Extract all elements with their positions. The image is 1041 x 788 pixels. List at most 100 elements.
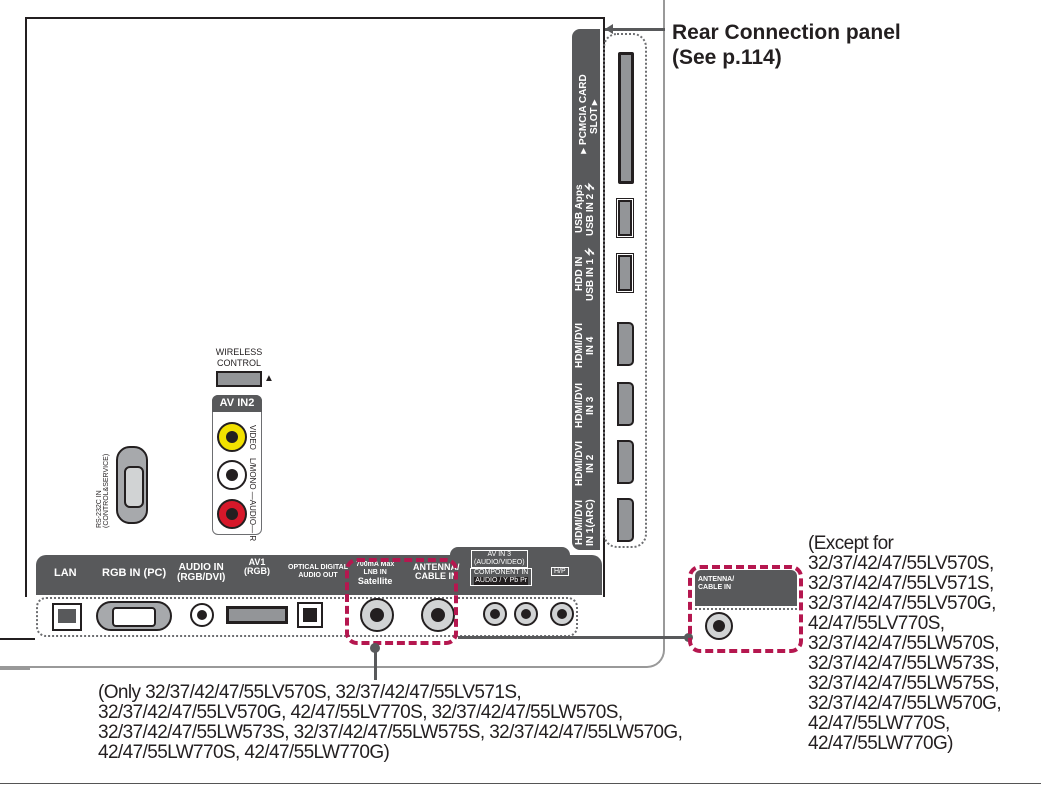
only-models-line: 42/47/55LW770S, 42/47/55LW770G) [98, 742, 390, 763]
usb-port-2-icon[interactable] [616, 198, 634, 238]
except-models-line: 42/47/55LW770S, [808, 713, 950, 734]
antenna-only-highlight [688, 565, 803, 653]
except-models-line: 42/47/55LV770S, [808, 613, 945, 634]
except-models-line: 42/47/55LW770G) [808, 733, 953, 754]
callout-leader-line [605, 28, 665, 31]
callout-title-line1: Rear Connection panel [672, 21, 901, 44]
component-label-line2: AUDIO / Y Pb Pr [474, 577, 529, 585]
except-models-line: 32/37/42/47/55LV571S, [808, 573, 994, 594]
component-audio-jack-icon[interactable] [483, 602, 507, 626]
av-in3-label: AV IN 3 (AUDIO/VIDEO) [471, 550, 528, 568]
usb-port-1-icon[interactable] [616, 253, 634, 293]
antenna-label-line1: ANTENNA/ [413, 562, 460, 572]
page-rule [0, 783, 1041, 784]
av1-label-line1: AV1 [248, 557, 266, 567]
except-divider [695, 608, 797, 610]
audio-in-label-line1: AUDIO IN [178, 562, 224, 573]
av1-label: AV1 (RGB) [244, 558, 270, 576]
only-models-leader-line [374, 645, 377, 680]
hdmi3-label: HDMI/DVI IN 3 [574, 383, 596, 428]
except-label-bar [695, 570, 797, 606]
audio-l-jack-white-icon[interactable] [217, 460, 247, 490]
arrow-up-icon: ▲ [264, 373, 274, 384]
av-in3-label-line2: (AUDIO/VIDEO) [474, 559, 525, 566]
side-ports-group [603, 33, 647, 548]
usb1-label: HDD IN USB IN 1 ⭍ [574, 247, 596, 301]
optical-label-line2: AUDIO OUT [298, 572, 338, 579]
except-antenna-label-line2: CABLE IN [698, 584, 732, 591]
leader-dot-icon [370, 643, 380, 653]
lan-label: LAN [54, 567, 77, 579]
side-label-bar [572, 29, 600, 550]
except-models-line: 32/37/42/47/55LV570S, [808, 553, 994, 574]
antenna-label-line2: CABLE IN [415, 571, 458, 581]
bottom-edge-line [0, 638, 35, 640]
bottom-label-bar [36, 555, 602, 595]
lnb-label-line2: 700mA Max [356, 561, 395, 568]
except-models-line: 32/37/42/47/55LW573S, [808, 653, 1000, 674]
wireless-control-port-icon[interactable] [216, 371, 262, 387]
component-label-line1: COMPONENT IN [474, 569, 529, 576]
rear-panel-boundary [0, 0, 665, 668]
hdmi-port-2-icon[interactable] [617, 440, 634, 484]
hdmi-port-1-icon[interactable] [617, 498, 634, 542]
except-models-line: (Except for [808, 533, 894, 554]
hdmi-port-3-icon[interactable] [617, 382, 634, 426]
wireless-label-line2: CONTROL [216, 358, 261, 368]
hdmi4-label: HDMI/DVI IN 4 [574, 323, 596, 368]
only-models-line: 32/37/42/47/55LV570G, 42/47/55LV770S, 32… [98, 702, 623, 723]
hdmi-port-4-icon[interactable] [617, 322, 634, 366]
usb2-label: USB Apps USB IN 2 ⭍ [574, 182, 596, 236]
only-models-line: 32/37/42/47/55LW573S, 32/37/42/47/55LW57… [98, 722, 683, 743]
headphone-jack-icon[interactable] [550, 602, 574, 626]
audio-r-jack-red-icon[interactable] [217, 499, 247, 529]
pcmcia-label: ▼PCMCIA CARD SLOT▼ [578, 74, 600, 156]
except-models-note: (Except for 32/37/42/47/55LV570S, 32/37/… [808, 533, 1002, 754]
optical-label-line1: OPTICAL DIGITAL [288, 564, 349, 571]
callout-page-ref: (See p.114) [672, 46, 782, 69]
pcmcia-slot-icon[interactable] [618, 52, 634, 184]
hdmi1-arc-label: HDMI/DVI IN 1(ARC) [574, 499, 596, 547]
tv-back-outline [25, 17, 605, 597]
lnb-label-line4: Satellite [357, 576, 393, 586]
except-models-line: 32/37/42/47/55LW570G, [808, 693, 1002, 714]
only-models-line: (Only 32/37/42/47/55LV570S, 32/37/42/47/… [98, 682, 522, 703]
rgb-in-label: RGB IN (PC) [102, 567, 167, 579]
lnb-satellite-jack-icon[interactable] [360, 598, 394, 632]
lan-port-icon[interactable] [52, 603, 82, 631]
audio-in-label-line2: (RGB/DVI) [177, 572, 226, 583]
rs232c-port-icon[interactable] [116, 446, 148, 524]
av1-label-line2: (RGB) [244, 566, 270, 576]
outer-bottom-line [0, 668, 30, 670]
rs232c-label: RS-232C IN (CONTROL&SERVICE) [96, 453, 110, 528]
except-leader-line [458, 636, 688, 639]
audio-in-jack-icon[interactable] [190, 603, 214, 627]
audio-label: L/MONO —AUDIO— R [248, 458, 257, 542]
lnb-label-line3: LNB IN [363, 569, 387, 576]
only-models-note: (Only 32/37/42/47/55LV570S, 32/37/42/47/… [98, 682, 683, 763]
except-antenna-label-line1: ANTENNA/ [698, 576, 735, 583]
optical-out-port-icon[interactable] [297, 602, 323, 628]
except-models-line: 32/37/42/47/55LW570S, [808, 633, 1000, 654]
component-in-label: COMPONENT IN AUDIO / Y Pb Pr [470, 568, 533, 586]
headphone-label: H/P [551, 567, 569, 576]
av-in3-label-line1: AV IN 3 [487, 551, 512, 558]
except-models-line: 32/37/42/47/55LW575S, [808, 673, 1000, 694]
except-antenna-label: ANTENNA/ CABLE IN [698, 576, 734, 592]
lnb-satellite-label: 700mA Max LNB IN Satellite [356, 561, 395, 586]
component-y-jack-icon[interactable] [514, 602, 538, 626]
video-label: VIDEO [248, 425, 257, 450]
wireless-label-line1: WIRELESS [215, 347, 263, 357]
video-jack-yellow-icon[interactable] [217, 422, 247, 452]
wireless-control-label: WIRELESS CONTROL [212, 347, 266, 369]
bottom-ports-group [36, 597, 578, 637]
except-antenna-jack-icon[interactable] [705, 612, 733, 640]
av-in2-title: AV IN2 [212, 395, 262, 412]
rgb-in-port-icon[interactable] [96, 601, 172, 631]
optical-audio-out-label: OPTICAL DIGITAL AUDIO OUT [288, 564, 348, 580]
hdmi2-label: HDMI/DVI IN 2 [574, 441, 596, 486]
antenna-cable-in-label: ANTENNA/ CABLE IN [413, 563, 460, 581]
callout-arrow-icon [605, 24, 613, 34]
callout-title: Rear Connection panel (See p.114) [672, 20, 901, 70]
av1-scart-port-icon[interactable] [226, 606, 288, 624]
